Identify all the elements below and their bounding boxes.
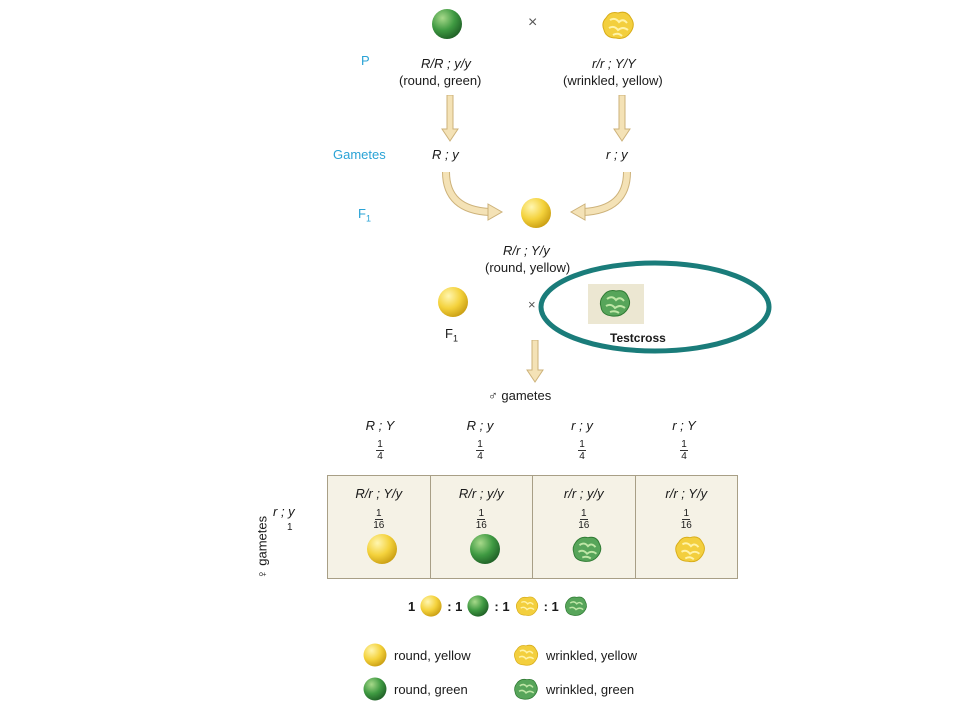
left-parent-gamete: R ; y [432, 147, 459, 162]
left-parent-genotype: R/R ; y/y [421, 56, 471, 71]
wrinkled-green-pea-icon [514, 678, 538, 700]
round-green-pea-icon [432, 9, 462, 39]
curved-arrow-icon [442, 171, 504, 221]
round-yellow-pea-icon [438, 287, 468, 317]
wrinkled-yellow-pea-icon [515, 596, 538, 616]
curved-arrow-icon [569, 171, 631, 221]
down-arrow-icon [526, 340, 544, 383]
wrinkled-green-pea-icon [599, 290, 631, 317]
down-arrow-icon [613, 95, 631, 142]
testcross-label: Testcross [610, 331, 666, 345]
f1-bottom-label: F1 [445, 326, 458, 344]
f1-genotype: R/r ; Y/y [503, 243, 550, 258]
wrinkled-yellow-pea-icon [602, 11, 634, 39]
round-green-pea-icon [469, 534, 500, 564]
wrinkled-yellow-pea-icon [674, 536, 705, 563]
wrinkled-green-pea-icon [564, 596, 587, 616]
gametes-generation-label: Gametes [333, 147, 386, 162]
right-parent-gamete: r ; y [606, 147, 628, 162]
down-arrow-icon [441, 95, 459, 142]
round-green-pea-icon [363, 677, 387, 701]
right-parent-phenotype: (wrinkled, yellow) [563, 73, 663, 88]
round-yellow-pea-icon [420, 595, 442, 617]
right-parent-genotype: r/r ; Y/Y [592, 56, 636, 71]
parental-generation-label: P [361, 53, 370, 68]
male-gametes-label: ♂ gametes [488, 388, 552, 403]
female-gamete-value: 1 [287, 522, 293, 533]
cross-sign: × [528, 297, 536, 312]
round-yellow-pea-icon [521, 198, 551, 228]
legend-item-wrinkled-yellow: wrinkled, yellow [512, 642, 637, 668]
female-gamete-genotype: r ; y [273, 504, 295, 519]
round-yellow-pea-icon [363, 643, 387, 667]
ratio-row: 1 : 1 : 1 : 1 [408, 592, 589, 620]
highlight-ellipse [538, 260, 772, 354]
left-parent-phenotype: (round, green) [399, 73, 482, 88]
f1-phenotype: (round, yellow) [485, 260, 571, 275]
round-yellow-pea-icon [367, 534, 397, 564]
legend-item-round-green: round, green [362, 676, 468, 702]
legend-item-wrinkled-green: wrinkled, green [512, 676, 634, 702]
wrinkled-yellow-pea-icon [514, 644, 539, 666]
wrinkled-green-pea-icon [572, 536, 602, 562]
cross-sign: × [528, 14, 538, 31]
legend-item-round-yellow: round, yellow [362, 642, 471, 668]
round-green-pea-icon [467, 595, 489, 617]
f1-generation-label: F1 [358, 206, 371, 224]
female-gametes-label: ♀ gametes [254, 515, 270, 580]
